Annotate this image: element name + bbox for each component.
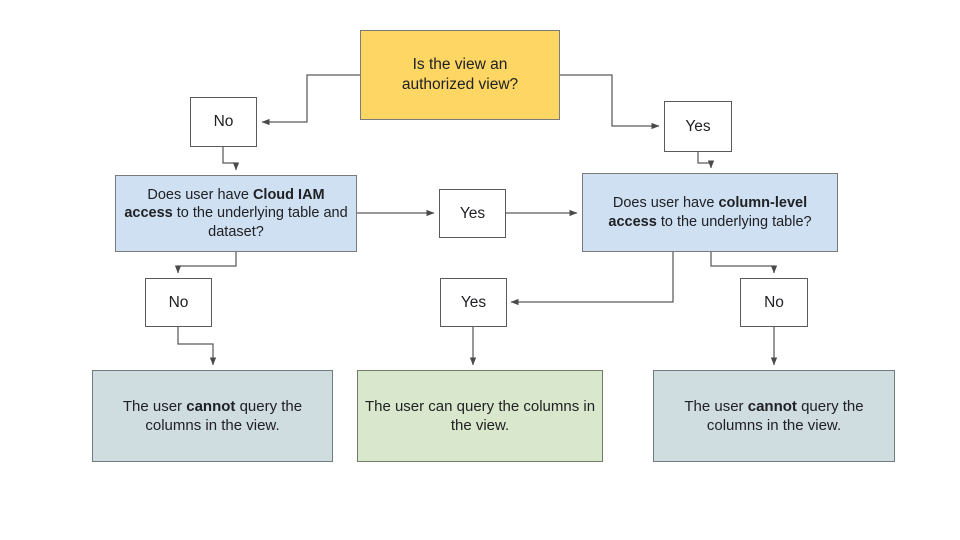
node-result-left-label: The user cannot query the columns in the… xyxy=(122,397,303,434)
node-start-no-label: No xyxy=(213,113,234,131)
node-result-middle-label: The user can query the columns in the vi… xyxy=(364,397,596,434)
node-result-left[interactable]: The user cannot query the columns in the… xyxy=(92,370,333,462)
node-column-yes[interactable]: Yes xyxy=(440,278,507,327)
node-column-no[interactable]: No xyxy=(740,278,808,327)
node-iam-yes[interactable]: Yes xyxy=(439,189,506,238)
node-iam-yes-label: Yes xyxy=(459,204,486,222)
edge-start-to-yes xyxy=(560,74,660,130)
node-start-yes-label: Yes xyxy=(685,117,711,135)
node-column-question-label: Does user have column-level access to th… xyxy=(608,194,812,230)
node-start-no[interactable]: No xyxy=(190,97,257,147)
edge-column-to-no xyxy=(710,252,778,274)
node-iam-question-label: Does user have Cloud IAM access to the u… xyxy=(124,186,348,240)
edge-iam-to-no xyxy=(174,252,237,274)
node-result-right[interactable]: The user cannot query the columns in the… xyxy=(653,370,895,462)
edge-no-to-result-left xyxy=(177,327,217,366)
node-iam-no-label: No xyxy=(168,293,189,311)
edge-no-to-iam xyxy=(222,147,240,171)
edge-start-to-no xyxy=(261,74,360,126)
node-column-no-label: No xyxy=(764,293,784,311)
node-start-yes[interactable]: Yes xyxy=(664,101,732,152)
node-iam-question[interactable]: Does user have Cloud IAM access to the u… xyxy=(115,175,357,252)
node-column-yes-label: Yes xyxy=(460,293,487,311)
node-column-question[interactable]: Does user have column-level access to th… xyxy=(582,173,838,252)
node-iam-no[interactable]: No xyxy=(145,278,212,327)
edge-yes-to-column xyxy=(697,152,715,169)
node-result-middle[interactable]: The user can query the columns in the vi… xyxy=(357,370,603,462)
edge-column-to-yes xyxy=(510,252,674,306)
node-result-right-label: The user cannot query the columns in the… xyxy=(684,397,864,434)
